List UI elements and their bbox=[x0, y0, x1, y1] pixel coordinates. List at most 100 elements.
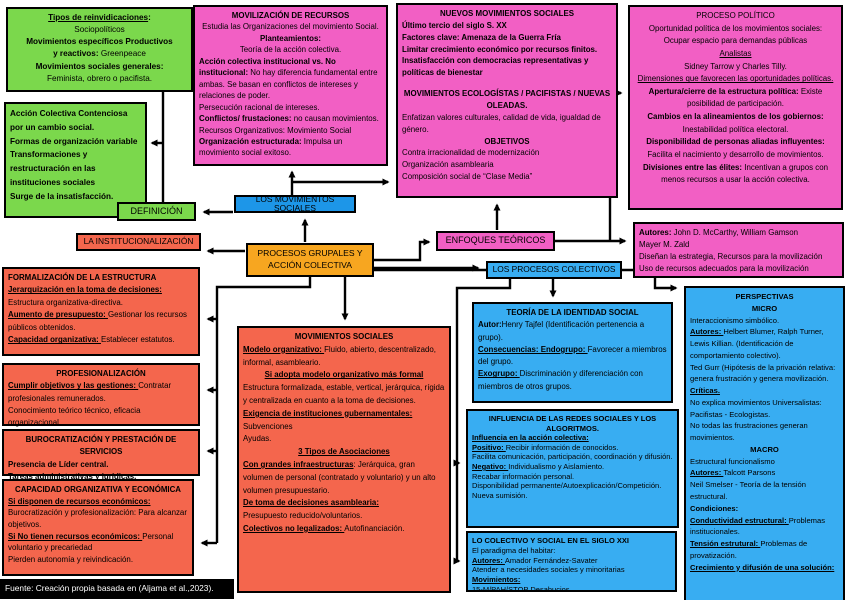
text-line: Dimensiones que favorecen las oportunida… bbox=[637, 74, 834, 84]
arrow-procesoscol-to-movsoc bbox=[341, 268, 486, 321]
node-enfoques-teoricos: ENFOQUES TEÓRICOS bbox=[436, 231, 555, 251]
text-line: Autores: Amador Fernández-Savater bbox=[472, 555, 598, 565]
text-line: Influencia en la acción colectiva: bbox=[472, 433, 589, 443]
text-line: Diseñan la estrategia, Recursos para la … bbox=[639, 251, 823, 261]
text-line: Persecución racional de intereses. bbox=[199, 102, 320, 112]
text-line: Analistas bbox=[719, 48, 752, 58]
text-line: Consecuencias: Endogrupo: Favorecer a mi… bbox=[478, 344, 667, 366]
text-line: Subvenciones bbox=[243, 421, 293, 431]
text-line: Conocimiento teórico técnico, eficacia o… bbox=[8, 405, 141, 427]
text-line: Jerarquización en la toma de decisiones: bbox=[8, 285, 162, 295]
text-line: Autor:Henry Tajfel (Identificación perte… bbox=[478, 320, 645, 342]
box-autores-mccarthy-gamson-zald: Autores: John D. McCarthy, William Gamso… bbox=[633, 222, 844, 278]
text-line: Planteamientos: bbox=[260, 33, 321, 43]
text-line: y reactivos: Greenpeace bbox=[53, 49, 146, 59]
text-line: LO COLECTIVO Y SOCIAL EN EL SIGLO XXI bbox=[472, 536, 629, 545]
text-line: Con grandes infraestructuras: Jerárquica… bbox=[243, 459, 436, 495]
text-line: Insatisfacción con democracias represent… bbox=[402, 56, 589, 78]
text-line: Condiciones: bbox=[690, 503, 739, 513]
text-line: INFLUENCIA DE LAS REDES SOCIALES Y LOS A… bbox=[488, 414, 657, 433]
box-movilizacion-de-recursos: MOVILIZACIÓN DE RECURSOS Estudia las Orga… bbox=[193, 5, 388, 166]
text-line: Sociopolíticos bbox=[74, 25, 125, 35]
box-burocratizacion-prestacion-servicios: BUROCRATIZACIÓN Y PRESTACIÓN DE SERVICIO… bbox=[2, 429, 200, 481]
text-line: Apertura/cierre de la estructura polític… bbox=[648, 86, 823, 109]
text-line: Presencia de Líder central. bbox=[8, 459, 109, 469]
text-line: MOVIMIENTOS ECOLOGÍSTAS / PACIFISTAS / N… bbox=[403, 89, 611, 111]
text-line: Conflictos/ frustaciones: no causan movi… bbox=[199, 114, 379, 124]
text-line: Acción Colectiva Contenciosa por un camb… bbox=[10, 109, 128, 132]
text-line: Uso de recursos adecuados para la movili… bbox=[639, 263, 809, 273]
box-nuevos-movimientos-sociales: NUEVOS MOVIMIENTOS SOCIALES Último tercio… bbox=[396, 3, 618, 198]
text-line: MOVIMIENTOS SOCIALES bbox=[294, 332, 394, 341]
text-line: BUROCRATIZACIÓN Y PRESTACIÓN DE SERVICIO… bbox=[25, 435, 177, 457]
box-tipos-reinvidicaciones: Tipos de reinvidicaciones:Sociopolíticos… bbox=[6, 7, 193, 92]
text-line: Presupuesto reducido/voluntarios. bbox=[243, 511, 363, 521]
text-line: No explica movimientos Universalistas: P… bbox=[690, 397, 822, 419]
text-line: Facilita comunicación, participación, co… bbox=[472, 452, 673, 462]
text-line: Transformaciones y restructuración en la… bbox=[10, 150, 96, 187]
text-line: Estructural funcionalismo bbox=[690, 456, 775, 466]
text-line: MICRO bbox=[751, 303, 778, 313]
text-line: Autores: Talcott Parsons bbox=[690, 468, 776, 478]
text-line: Movimientos sociales generales: bbox=[35, 61, 164, 71]
text-line: MACRO bbox=[750, 444, 779, 454]
text-line: Disponibilidad permanente/Autoexplicació… bbox=[472, 481, 662, 491]
node-los-movimientos-sociales: LOS MOVIMIENTOS SOCIALES bbox=[234, 194, 356, 213]
text-line: Si adopta modelo organizativo más formal bbox=[264, 370, 424, 380]
text-line: Enfatizan valores culturales, calidad de… bbox=[402, 112, 601, 134]
text-line: Negativo: Individualismo y Aislamiento. bbox=[472, 461, 605, 471]
text-line: 15-M/PAH/STOP Desahucios. bbox=[472, 584, 572, 594]
text-line: Aumento de presupuesto: Gestionar los re… bbox=[8, 310, 187, 332]
text-line: PROFESIONALIZACIÓN bbox=[56, 369, 146, 378]
text-line: Conductividad estructural: Problemas ins… bbox=[690, 515, 826, 537]
text-line: Neil Smelser - Teoría de la tensión estr… bbox=[690, 480, 806, 502]
text-line: Autores: Helbert Blumer, Ralph Turner, L… bbox=[690, 327, 824, 360]
text-line: Pierden autonomía y reivindicación. bbox=[8, 555, 134, 565]
line-lainst-column bbox=[215, 277, 312, 543]
text-line: OBJETIVOS bbox=[484, 136, 530, 146]
box-accion-colectiva-contenciosa: Acción Colectiva Contenciosa por un camb… bbox=[4, 102, 147, 218]
text-line: PERSPECTIVAS bbox=[735, 292, 794, 301]
text-line: Estudia las Organizaciones del movimient… bbox=[202, 22, 379, 32]
text-line: Estructura formalizada, estable, vertica… bbox=[243, 383, 445, 405]
text-line: Nueva sumisión. bbox=[472, 490, 528, 500]
text-line: NUEVOS MOVIMIENTOS SOCIALES bbox=[439, 9, 574, 18]
text-line: Autores: John D. McCarthy, William Gamso… bbox=[639, 228, 799, 237]
text-line: Si No tienen recursos económicos: Person… bbox=[8, 531, 174, 553]
text-line: Organización estructurada: Impulsa un mo… bbox=[199, 136, 343, 158]
text-line: Contra irracionalidad de modernización bbox=[402, 148, 540, 158]
text-line: Último tercio del siglo S. XX bbox=[402, 20, 507, 30]
text-line: CAPACIDAD ORGANIZATIVA Y ECONÓMICA bbox=[15, 485, 181, 494]
text-line: LA INSTITUCIONALIZACIÓN bbox=[83, 236, 194, 247]
arrow-grupales-to-enfoques bbox=[374, 238, 431, 262]
box-influencia-redes-algoritmos: INFLUENCIA DE LAS REDES SOCIALES Y LOS A… bbox=[466, 409, 679, 528]
text-line: Teoría de la acción colectiva. bbox=[239, 45, 342, 55]
text-line: Crecimiento y difusión de una solución: bbox=[690, 562, 835, 572]
text-line: Feminista, obrero o pacifista. bbox=[46, 73, 153, 83]
text-line: Cambios en la alineamientos de los gobie… bbox=[647, 112, 824, 122]
text-line: ACCIÓN COLECTIVA bbox=[268, 260, 352, 270]
text-line: Exigencia de instituciones gubernamental… bbox=[243, 408, 413, 418]
text-line: El paradigma del habitar: bbox=[472, 545, 556, 555]
text-line: MOVILIZACIÓN DE RECURSOS bbox=[231, 11, 350, 20]
text-line: Limitar crecimiento económico por recurs… bbox=[402, 44, 598, 54]
text-line: Inestabilidad política electoral. bbox=[682, 124, 789, 134]
text-line: Cumplir objetivos y las gestiones: Contr… bbox=[8, 381, 172, 403]
node-la-institucionalizacion: LA INSTITUCIONALIZACIÓN bbox=[76, 233, 201, 251]
box-capacidad-organizativa-economica: CAPACIDAD ORGANIZATIVA Y ECONÓMICA Si dis… bbox=[2, 479, 194, 576]
text-line: Si disponen de recursos económicos: bbox=[8, 496, 151, 506]
text-line: Movimientos específicos Productivos bbox=[26, 37, 173, 47]
text-line: Capacidad organizativa: Establecer estat… bbox=[8, 335, 175, 345]
text-line: Colectivos no legalizados: Autofinanciac… bbox=[243, 523, 405, 533]
source-note: Fuente: Creación propia basada en (Aljam… bbox=[0, 579, 234, 599]
text-line: Atender a necesidades sociales y minorit… bbox=[472, 565, 625, 575]
text-line: Recabar información personal. bbox=[472, 471, 575, 481]
text-line: Composición social de “Clase Media” bbox=[402, 172, 533, 182]
text-line: Modelo organizativo: Fluido, abierto, de… bbox=[243, 344, 436, 367]
